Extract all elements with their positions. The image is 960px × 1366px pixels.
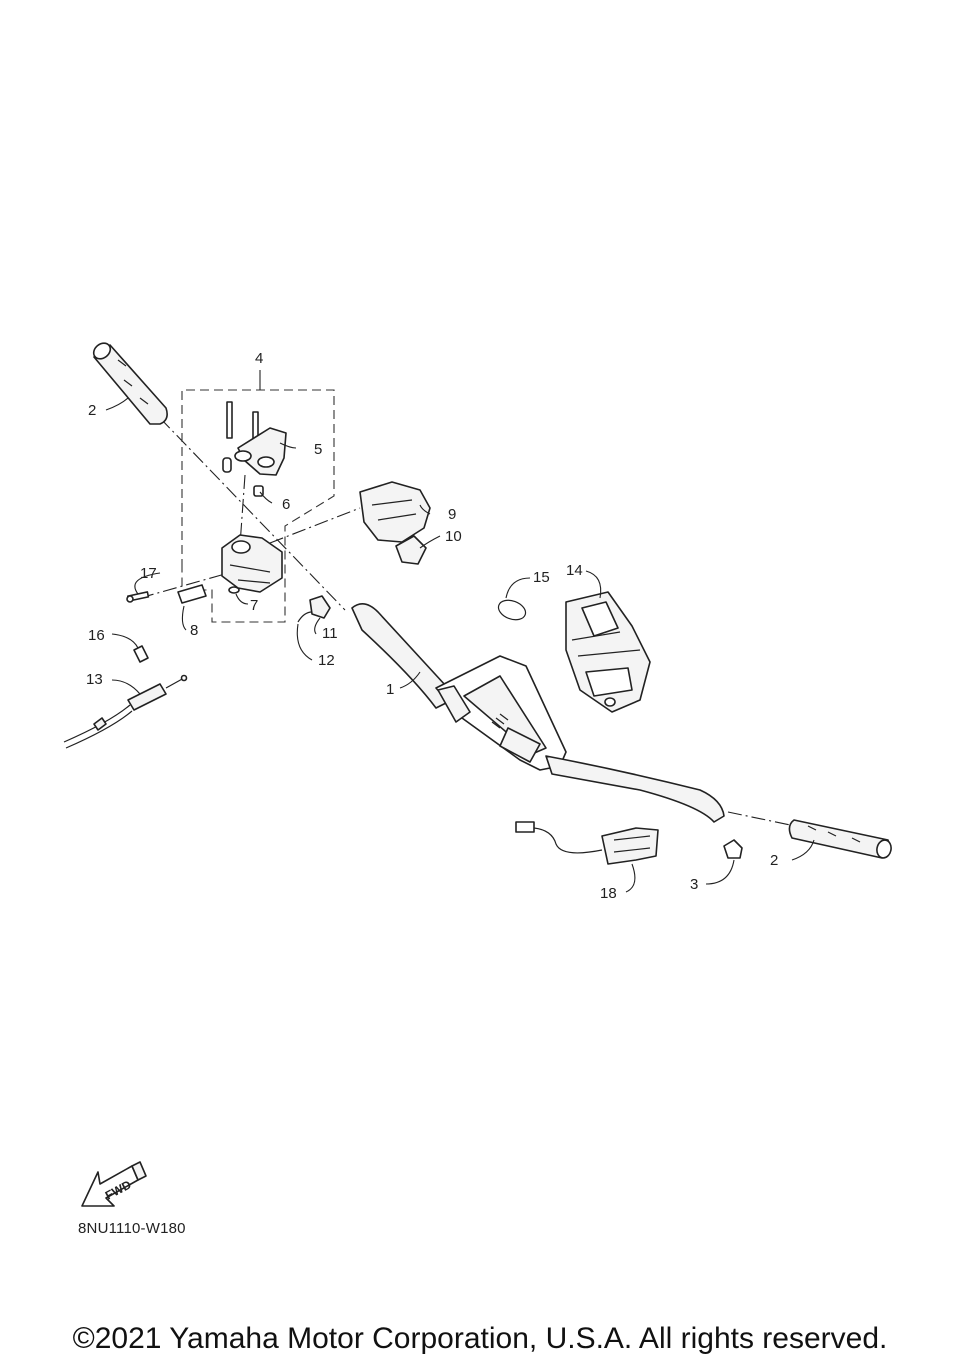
grip-left[interactable] bbox=[91, 340, 168, 425]
assembly-axis-cover bbox=[269, 507, 361, 544]
copyright-notice: ©2021 Yamaha Motor Corporation, U.S.A. A… bbox=[72, 1322, 888, 1355]
lever-bracket[interactable] bbox=[221, 534, 283, 594]
callout-8: 8 bbox=[190, 622, 198, 639]
callout-2-left: 2 bbox=[88, 402, 96, 419]
callout-18: 18 bbox=[600, 885, 617, 902]
grip-warmer-switch[interactable] bbox=[515, 821, 659, 865]
callout-14: 14 bbox=[566, 562, 583, 579]
callout-11: 11 bbox=[322, 625, 338, 642]
handlebar-holder[interactable] bbox=[565, 591, 651, 713]
grip-right[interactable] bbox=[788, 819, 892, 859]
callout-4: 4 bbox=[255, 350, 263, 367]
circlip[interactable] bbox=[496, 597, 528, 623]
drawing-code: 8NU1110-W180 bbox=[78, 1220, 186, 1237]
callout-5: 5 bbox=[314, 441, 322, 458]
clip[interactable] bbox=[309, 595, 331, 619]
assembly-axis-left bbox=[159, 417, 346, 611]
callout-16: 16 bbox=[88, 627, 105, 644]
end-cap[interactable] bbox=[723, 839, 743, 859]
callout-7: 7 bbox=[250, 597, 258, 614]
callout-2-right: 2 bbox=[770, 852, 778, 869]
throttle-cable[interactable] bbox=[63, 674, 188, 749]
switch-cover[interactable] bbox=[359, 481, 431, 543]
callout-3: 3 bbox=[690, 876, 698, 893]
fwd-arrow-icon: FWD bbox=[81, 1161, 147, 1207]
callout-17: 17 bbox=[140, 565, 157, 582]
callout-12: 12 bbox=[318, 652, 335, 669]
leader-lines bbox=[105, 397, 815, 893]
switch[interactable] bbox=[395, 535, 427, 565]
callout-1: 1 bbox=[386, 681, 394, 698]
callout-13: 13 bbox=[86, 671, 103, 688]
throttle-lever[interactable] bbox=[222, 401, 287, 476]
handlebar[interactable] bbox=[351, 603, 725, 823]
assembly-axis-lever bbox=[239, 474, 246, 546]
callout-10: 10 bbox=[445, 528, 462, 545]
callout-6: 6 bbox=[282, 496, 290, 513]
plate[interactable] bbox=[177, 584, 207, 604]
assembly-axis-screw bbox=[139, 571, 233, 599]
assembly-group-box bbox=[181, 370, 335, 623]
callout-15: 15 bbox=[533, 569, 550, 586]
assembly-axis-right bbox=[727, 811, 796, 827]
callout-9: 9 bbox=[448, 506, 456, 523]
wire[interactable] bbox=[297, 611, 313, 623]
cable-clamp[interactable] bbox=[133, 645, 149, 663]
